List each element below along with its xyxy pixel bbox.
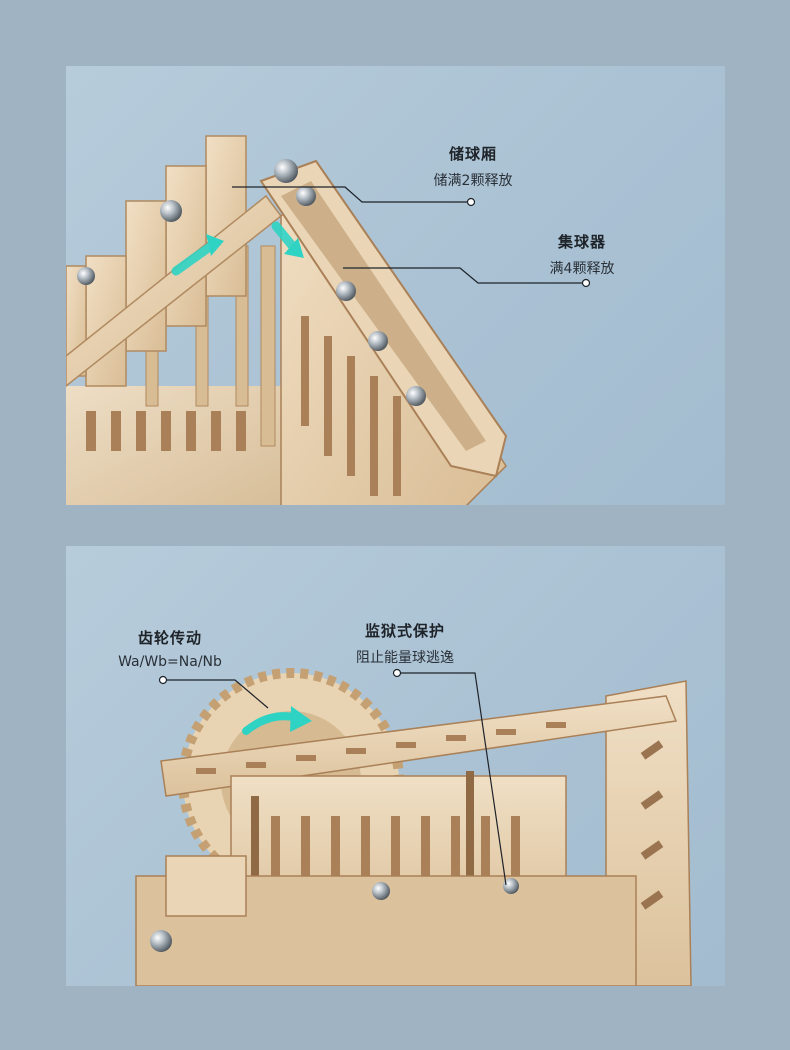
callout-title: 储球厢 — [448, 145, 497, 163]
marble-run-top-photo — [66, 135, 508, 505]
callout-title: 齿轮传动 — [137, 629, 202, 647]
marble-run-bottom-photo — [135, 668, 692, 986]
rotation-arrow-icon — [242, 706, 312, 735]
callout-subtitle: 储满2颗释放 — [433, 173, 513, 189]
drop-arrow-icon — [271, 221, 304, 258]
bottom-photo-panel — [66, 546, 725, 986]
callout-title: 监狱式保护 — [364, 622, 445, 640]
callout-subtitle: 阻止能量球逃逸 — [356, 650, 454, 666]
callout-cage-protection: 监狱式保护 阻止能量球逃逸 — [335, 620, 475, 667]
top-photo-panel — [66, 66, 725, 505]
callout-ball-collector: 集球器 满4颗释放 — [527, 231, 637, 278]
flow-arrow-icon — [171, 234, 224, 276]
callout-ball-storage: 储球厢 储满2颗释放 — [418, 143, 528, 190]
callout-subtitle: Wa/Wb=Na/Nb — [118, 654, 222, 670]
callout-subtitle: 满4颗释放 — [549, 261, 615, 277]
callout-title: 集球器 — [557, 233, 606, 251]
callout-gear-drive: 齿轮传动 Wa/Wb=Na/Nb — [110, 627, 230, 670]
